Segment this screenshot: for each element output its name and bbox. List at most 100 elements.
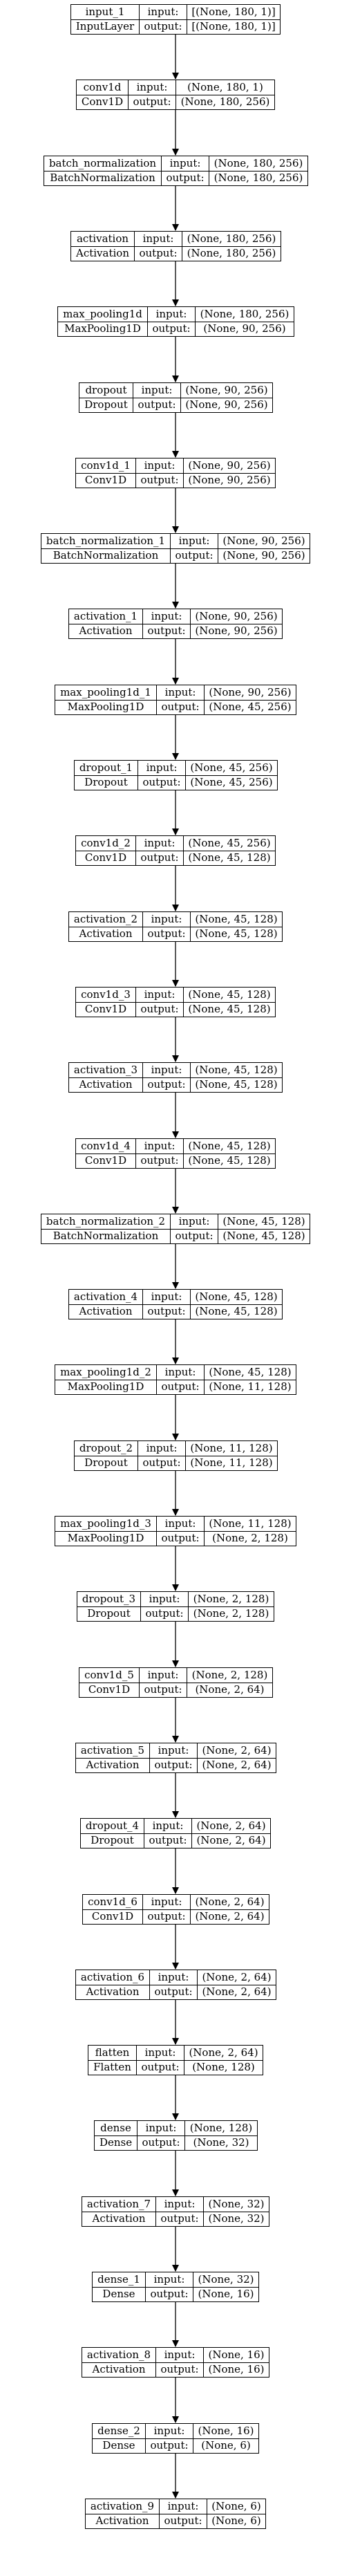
input-label: input: [151, 1063, 182, 1076]
output-shape: (None, 45, 128) [184, 1001, 275, 1017]
output-label: output: [156, 2211, 203, 2227]
layer-name: activation_5 [80, 1743, 145, 1757]
layer-type: Dropout [79, 397, 133, 413]
layer-name: activation_6 [80, 1970, 145, 1983]
io-labels: input:output: [135, 458, 183, 488]
layer-type: Activation [76, 1757, 149, 1773]
input-shape: (None, 45, 128) [222, 1214, 305, 1227]
input-shape: (None, 180, 256) [200, 307, 290, 320]
input-shape: (None, 2, 64) [196, 1819, 266, 1832]
output-label: output: [157, 699, 204, 715]
input-shape: (None, 2, 64) [202, 1970, 272, 1983]
layer-name: batch_normalization_2 [46, 1214, 166, 1227]
output-shape: (None, 90, 256) [196, 321, 294, 337]
layer-name: max_pooling1d_1 [60, 685, 151, 698]
io-labels: input:output: [149, 1970, 197, 1999]
io-shapes: (None, 90, 256)(None, 45, 256) [204, 685, 296, 714]
layer-type: BatchNormalization [44, 170, 161, 186]
output-shape: (None, 45, 256) [205, 699, 296, 715]
layer-type: Activation [82, 2362, 155, 2378]
layer-type: Conv1D [79, 1682, 139, 1698]
output-label: output: [140, 1682, 187, 1698]
layer-type: Activation [76, 1984, 149, 2000]
io-shapes: (None, 2, 128)(None, 2, 64) [187, 1668, 272, 1697]
output-label: output: [146, 2438, 193, 2454]
input-label: input: [164, 1365, 196, 1378]
output-label: output: [137, 2135, 184, 2151]
input-label: input: [151, 912, 182, 925]
output-shape: (None, 6) [193, 2438, 258, 2454]
input-shape: (None, 2, 64) [189, 2046, 258, 2059]
input-label: input: [146, 1441, 178, 1454]
output-label: output: [136, 1153, 183, 1169]
output-label: output: [133, 397, 180, 413]
layer-name: activation_2 [73, 912, 138, 925]
output-label: output: [136, 850, 183, 866]
output-shape: (None, 90, 256) [191, 623, 282, 639]
layer-type: Activation [71, 245, 134, 261]
io-labels: input:output: [156, 1517, 204, 1546]
output-label: output: [171, 1228, 218, 1244]
output-label: output: [141, 1606, 188, 1622]
io-shapes: (None, 90, 256)(None, 90, 256) [218, 534, 310, 563]
output-shape: (None, 32) [204, 2211, 269, 2227]
input-label: input: [147, 5, 179, 18]
input-shape: (None, 11, 128) [209, 1517, 292, 1530]
io-shapes: (None, 180, 256)(None, 180, 256) [182, 232, 281, 261]
output-shape: (None, 45, 128) [191, 926, 282, 942]
input-label: input: [144, 2046, 176, 2059]
output-shape: (None, 180, 256) [182, 245, 281, 261]
layer-type: Dropout [77, 1606, 140, 1622]
input-shape: (None, 32) [208, 2197, 265, 2210]
input-shape: (None, 180, 1) [187, 80, 263, 93]
layer-name: dropout [85, 383, 127, 396]
input-shape: (None, 6) [211, 2499, 261, 2512]
input-label: input: [151, 1895, 182, 1908]
layer-type: Activation [69, 926, 142, 942]
io-shapes: (None, 45, 256)(None, 45, 128) [183, 836, 275, 865]
io-shapes: (None, 45, 128)(None, 45, 128) [183, 988, 275, 1017]
layer-type: Dense [95, 2135, 137, 2151]
input-label: input: [164, 1517, 196, 1530]
input-shape: (None, 32) [198, 2272, 254, 2286]
input-label: input: [153, 2424, 185, 2437]
layer-name: activation_1 [73, 609, 138, 622]
layer-type: MaxPooling1D [55, 1379, 156, 1395]
io-shapes: (None, 45, 128)(None, 11, 128) [204, 1365, 296, 1394]
io-labels: input:output: [145, 2424, 193, 2453]
io-shapes: (None, 128)(None, 32) [184, 2121, 257, 2150]
output-label: output: [143, 926, 190, 942]
layer-name: conv1d [83, 80, 122, 93]
output-label: output: [144, 1833, 191, 1848]
output-label: output: [143, 623, 190, 639]
output-shape: (None, 90, 256) [218, 548, 310, 564]
io-labels: input:output: [128, 80, 176, 109]
output-label: output: [160, 2513, 207, 2529]
layer-name: dropout_3 [82, 1592, 136, 1605]
layer-type: Dropout [75, 775, 137, 790]
output-label: output: [150, 1984, 197, 2000]
